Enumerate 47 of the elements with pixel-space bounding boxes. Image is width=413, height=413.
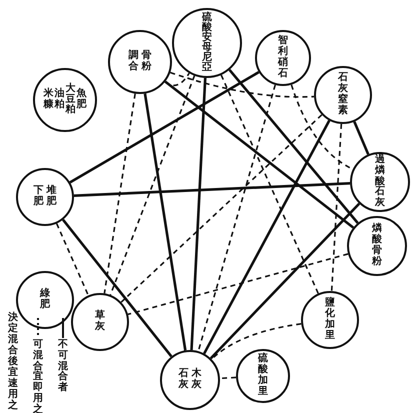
dashed-connector xyxy=(110,75,196,296)
legend-text: 不可混合者 xyxy=(58,340,68,394)
dashed-connector xyxy=(164,72,190,86)
node-label: 下肥 xyxy=(34,186,44,208)
solid-connector xyxy=(62,218,172,358)
node-label: 木灰 xyxy=(192,369,202,391)
solid-connector xyxy=(190,78,207,350)
node-label: 調合 xyxy=(128,51,138,73)
solid-connector xyxy=(353,121,370,155)
dashed-connector xyxy=(220,74,319,294)
dashed-connector xyxy=(198,84,276,352)
node-label: 草灰 xyxy=(95,311,105,333)
node-label: 油粕 xyxy=(54,89,64,111)
dashed-connector xyxy=(128,253,348,316)
dashed-connector xyxy=(120,114,322,303)
circle-node xyxy=(350,152,410,212)
node-label: 魚肥 xyxy=(76,89,86,111)
node-label: 骨粉 xyxy=(142,51,152,73)
legend-text: 可混合宜即用之 xyxy=(33,340,43,413)
node-label: 鹽化加里 xyxy=(325,298,335,342)
solid-connector xyxy=(74,182,350,197)
node-label: 硫酸安母尼亞 xyxy=(202,13,212,73)
solid-connector xyxy=(210,202,360,360)
solid-connector xyxy=(164,80,354,229)
solid-connector xyxy=(69,71,260,184)
dashed-connector xyxy=(170,72,314,98)
node-label: 石灰 xyxy=(178,369,188,391)
solid-connector xyxy=(228,69,359,224)
node-label: 米糠 xyxy=(44,89,54,111)
dashed-connector xyxy=(330,124,342,292)
solid-connector xyxy=(144,93,187,351)
node-label: 大豆粕 xyxy=(66,84,76,116)
node-label: 石灰窒素 xyxy=(338,73,348,117)
solid-connector xyxy=(203,120,330,354)
circle-node xyxy=(71,293,129,351)
node-label: 過燐酸石灰 xyxy=(375,155,385,209)
dashed-connector xyxy=(56,223,90,296)
dashed-connector xyxy=(220,376,236,380)
node-label: 綠肥 xyxy=(40,289,50,311)
node-label: 硫酸加里 xyxy=(258,354,268,398)
node-label: 智利硝石 xyxy=(278,36,288,80)
dashed-connector xyxy=(104,94,136,294)
note-text: 決定混合後宜速用之 xyxy=(8,312,18,411)
dashed-connector xyxy=(211,323,302,360)
circle-node xyxy=(236,349,290,403)
node-label: 燐酸骨粉 xyxy=(372,224,382,268)
node-label: 堆肥 xyxy=(46,186,56,208)
